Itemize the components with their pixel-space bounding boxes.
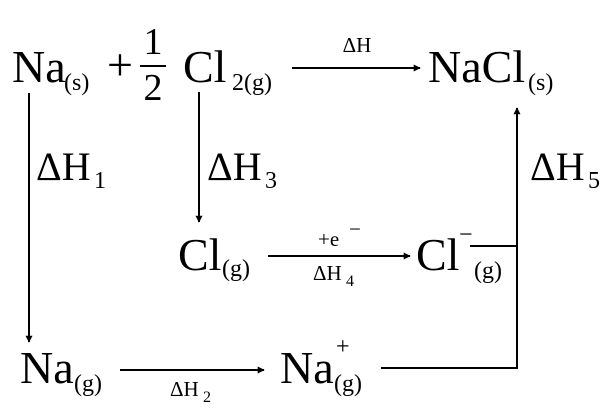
dh3-label: ΔH: [207, 144, 262, 189]
step-electron-affinity: Cl (g) +e − ΔH 4 Cl − (g): [178, 217, 517, 290]
na-gas-state: (g): [74, 371, 102, 397]
chloride-ion-charge: −: [459, 222, 473, 248]
sodium-ion-charge: +: [336, 334, 350, 360]
sodium-ion-formula: Na: [280, 342, 334, 393]
fraction-numerator: 1: [144, 21, 163, 63]
plus-sign: +: [107, 39, 133, 90]
electron-superscript: −: [349, 217, 361, 241]
sodium-ion-state: (g): [334, 371, 362, 397]
dh5-subscript: 5: [588, 168, 600, 194]
chloride-ion-state: (g): [474, 258, 502, 284]
na-solid-formula: Na: [12, 41, 66, 92]
nacl-state: (s): [528, 70, 553, 96]
chloride-ion-formula: Cl: [416, 229, 459, 280]
dh2-label: ΔH: [170, 377, 199, 401]
fraction-denominator: 2: [144, 67, 163, 109]
dh4-subscript: 4: [346, 273, 354, 290]
cl2-subscript-state: 2(g): [232, 70, 272, 96]
dh1-label: ΔH: [36, 144, 91, 189]
top-equation: Na (s) + 1 2 Cl 2(g) ΔH NaCl (s): [12, 21, 553, 109]
electron-label: +e: [318, 227, 339, 251]
step-atomization-sodium: ΔH 1: [25, 93, 106, 343]
step-lattice-formation: ΔH 5: [381, 107, 600, 369]
na-gas-formula: Na: [20, 342, 74, 393]
dh4-label: ΔH: [313, 261, 342, 285]
cl2-formula: Cl: [183, 41, 226, 92]
nacl-formula: NaCl: [428, 41, 525, 92]
step-ionization-sodium: Na (g) ΔH 2 Na + (g): [20, 334, 362, 406]
dh5-arrow: [381, 107, 521, 369]
dh2-subscript: 2: [203, 389, 211, 406]
dh3-subscript: 3: [265, 168, 277, 194]
dh1-subscript: 1: [94, 168, 106, 194]
dh-overall-label: ΔH: [343, 33, 372, 57]
step-atomization-chlorine: ΔH 3: [195, 92, 277, 223]
cl-gas-formula: Cl: [178, 229, 221, 280]
dh5-label: ΔH: [530, 144, 585, 189]
na-solid-state: (s): [64, 70, 89, 96]
cl-gas-state: (g): [222, 256, 250, 282]
